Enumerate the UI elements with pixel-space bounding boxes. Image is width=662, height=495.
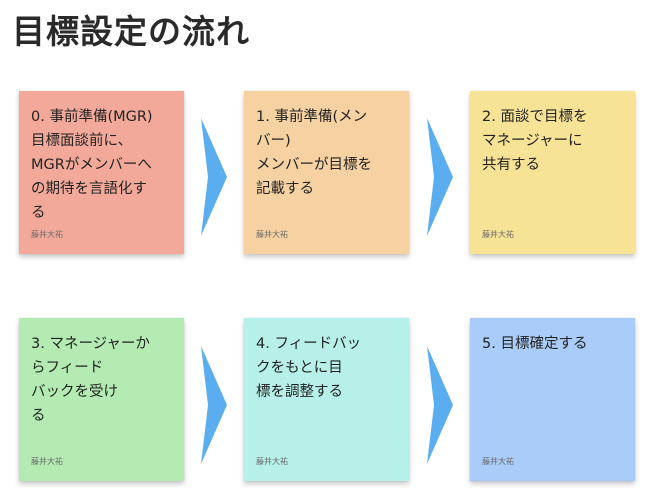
sticky-note-text: 2. 面談で目標を マネージャーに 共有する xyxy=(482,109,588,173)
sticky-note-step-0[interactable]: 0. 事前準備(MGR) 目標面談前に、 MGRがメンバーへ の期待を言語化す … xyxy=(19,91,184,254)
sticky-note-step-5[interactable]: 5. 目標確定する 藤井大祐 xyxy=(470,318,635,481)
chevron-arrow-right-icon[interactable] xyxy=(201,346,227,464)
board-title: 目標設定の流れ xyxy=(12,12,250,51)
sticky-note-author: 藤井大祐 xyxy=(31,230,63,239)
sticky-note-author: 藤井大祐 xyxy=(482,457,514,466)
sticky-note-text: 1. 事前準備(メン バー) メンバーが目標を 記載する xyxy=(256,109,372,197)
sticky-note-step-3[interactable]: 3. マネージャーか らフィード バックを受け る 藤井大祐 xyxy=(19,318,184,481)
sticky-note-text: 5. 目標確定する xyxy=(482,336,588,352)
sticky-note-author: 藤井大祐 xyxy=(482,230,514,239)
chevron-arrow-right-icon[interactable] xyxy=(427,118,453,236)
chevron-arrow-right-icon[interactable] xyxy=(201,118,227,236)
sticky-note-author: 藤井大祐 xyxy=(256,230,288,239)
sticky-note-step-2[interactable]: 2. 面談で目標を マネージャーに 共有する 藤井大祐 xyxy=(470,91,635,254)
sticky-note-author: 藤井大祐 xyxy=(256,457,288,466)
sticky-note-text: 4. フィードバッ クをもとに目 標を調整する xyxy=(256,336,362,400)
sticky-note-text: 3. マネージャーか らフィード バックを受け る xyxy=(31,336,150,424)
sticky-note-author: 藤井大祐 xyxy=(31,457,63,466)
sticky-note-step-1[interactable]: 1. 事前準備(メン バー) メンバーが目標を 記載する 藤井大祐 xyxy=(244,91,409,254)
sticky-note-step-4[interactable]: 4. フィードバッ クをもとに目 標を調整する 藤井大祐 xyxy=(244,318,409,481)
sticky-note-text: 0. 事前準備(MGR) 目標面談前に、 MGRがメンバーへ の期待を言語化す … xyxy=(31,109,153,221)
chevron-arrow-right-icon[interactable] xyxy=(427,346,453,464)
